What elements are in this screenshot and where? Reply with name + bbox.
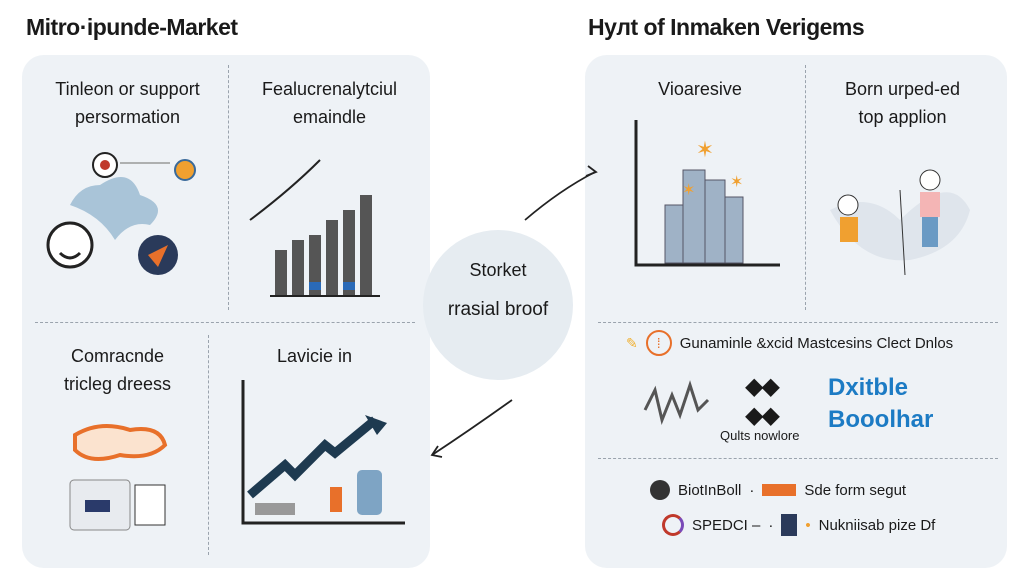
person-illustration	[830, 169, 970, 276]
feature-growth: Lavicie in	[276, 346, 353, 366]
divider	[35, 322, 415, 323]
label: Tinleon or support	[55, 79, 200, 99]
grid-logo-icon: ⁞	[645, 330, 672, 356]
circle-logo-icon	[650, 480, 670, 500]
waveform-icon	[643, 380, 710, 425]
divider	[598, 458, 998, 459]
feature-support: Tinleon or support persormation	[30, 75, 225, 131]
list-item: SPEDCI –	[692, 516, 761, 534]
flag-icon	[762, 484, 797, 496]
commerce-illustration	[69, 424, 168, 531]
svg-text:✶: ✶	[682, 182, 695, 199]
hub-label-2: rrasial broof	[447, 299, 549, 320]
integration-label: Gunaminle &xcid Mastcesins Clect Dnlos	[679, 334, 954, 352]
feature-commerce: Comracnde tricleg dreess	[30, 342, 205, 398]
label: Born urped-ed	[844, 79, 961, 99]
label: Fealucrenalytciul	[261, 79, 398, 99]
brand-line: Booolhar	[828, 406, 934, 433]
pattern-icon: ◆◆◆◆	[745, 373, 780, 429]
label: persormation	[74, 107, 181, 127]
list-row-2: SPEDCI –· • Nukniisab pize Df	[662, 514, 935, 536]
divider	[598, 322, 998, 323]
label: top applion	[858, 107, 947, 127]
feature-analytics: Fealucrenalytciul emaindle	[232, 75, 427, 131]
building-chart-illustration: ✶ ✶ ✶	[634, 120, 780, 267]
bar-stack-illustration	[249, 159, 380, 297]
key-icon: ✎	[626, 334, 638, 351]
hub-label-1: Storket	[469, 260, 527, 280]
svg-text:✶: ✶	[730, 174, 743, 191]
divider	[805, 65, 806, 310]
label: tricleg dreess	[63, 374, 172, 394]
feature-apps: Born urped-ed top applion	[810, 75, 995, 131]
wave-caption: Qults nowlore	[720, 428, 800, 443]
left-title: Mitro·ipunde-Market	[26, 14, 238, 40]
flow-arrows	[430, 165, 598, 458]
growth-chart-illustration	[241, 380, 405, 525]
integration-row: ✎ ⁞ Gunaminle &xcid Mastcesins Clect Dnl…	[626, 330, 953, 356]
label: Comracnde	[70, 346, 165, 366]
list-item: Sde form segut	[804, 481, 907, 499]
right-title: Hyлt of Inmaken Verigems	[588, 14, 865, 40]
workflow-illustration	[46, 152, 196, 275]
brand-line: Dxitble	[828, 374, 909, 401]
svg-text:✶: ✶	[696, 137, 714, 162]
divider	[228, 65, 229, 310]
feature-visual: Vioaresive	[658, 79, 742, 99]
divider	[208, 335, 209, 555]
list-item: BiotInBoll	[678, 481, 742, 499]
doc-icon	[781, 514, 798, 536]
label: emaindle	[292, 107, 367, 127]
center-hub	[423, 230, 573, 380]
list-item: Nukniisab pize Df	[818, 516, 936, 534]
swirl-logo-icon	[662, 514, 684, 536]
list-row-1: BiotInBoll· Sde form segut	[650, 480, 906, 500]
